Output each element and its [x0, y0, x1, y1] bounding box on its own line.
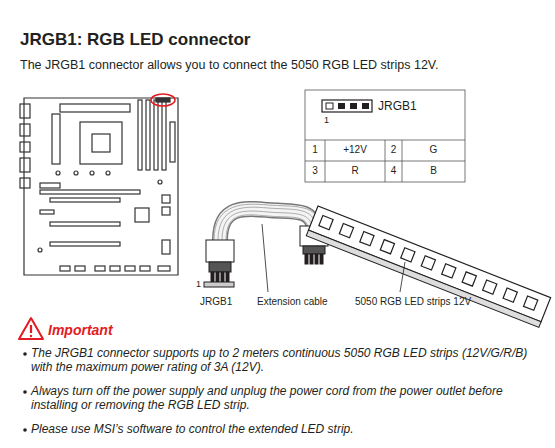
note-text: Always turn off the power supply and unp… — [31, 384, 536, 413]
table-cell: 2 — [385, 144, 402, 156]
part-label: 5050 RGB LED strips 12V — [355, 296, 505, 308]
board-header — [204, 240, 234, 287]
part-label: Extension cable — [257, 296, 347, 308]
warning-icon — [19, 318, 43, 339]
led-chip — [503, 288, 517, 302]
table-cell: +12V — [325, 144, 385, 156]
pinout-box — [305, 90, 465, 182]
led-strip — [306, 206, 550, 327]
part-label: JRGB1 — [200, 296, 250, 308]
table-cell: R — [325, 165, 385, 177]
intro-text: The JRGB1 connector allows you to connec… — [20, 58, 540, 73]
led-chip — [421, 256, 435, 270]
led-chip — [524, 296, 538, 310]
table-cell: 4 — [385, 165, 402, 177]
table-cell: G — [402, 144, 465, 156]
table-cell: 3 — [305, 165, 325, 177]
section-title: JRGB1: RGB LED connector — [20, 30, 250, 50]
led-chip — [360, 232, 374, 246]
led-chip — [339, 224, 353, 238]
led-chip — [442, 264, 456, 278]
important-heading: Important — [48, 322, 168, 339]
pin-number: 1 — [324, 115, 336, 126]
highlight-circle — [151, 94, 175, 106]
motherboard-outline — [20, 98, 178, 275]
note-text: Please use MSI’s software to control the… — [31, 422, 536, 436]
note-text: The JRGB1 connector supports up to 2 met… — [31, 346, 536, 375]
table-cell: B — [402, 165, 465, 177]
led-chip — [462, 272, 476, 286]
bullet-dot — [23, 352, 27, 432]
table-cell: 1 — [305, 144, 325, 156]
led-chip — [319, 215, 333, 229]
led-chip — [483, 280, 497, 294]
pin-number: 1 — [196, 279, 206, 290]
led-chip — [401, 248, 415, 262]
connector-name: JRGB1 — [378, 99, 448, 113]
leader-line — [262, 224, 405, 292]
led-chip — [380, 240, 394, 254]
header-symbol — [322, 100, 372, 112]
